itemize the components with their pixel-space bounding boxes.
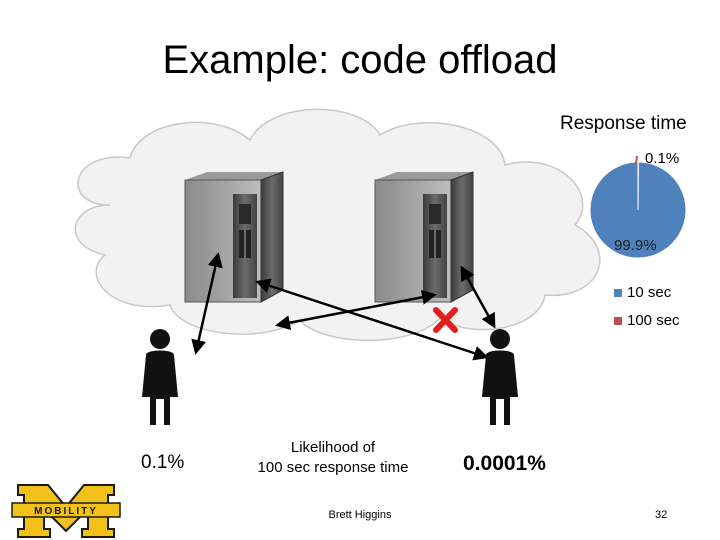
pie-data-label-100-sec: 0.1% xyxy=(645,150,680,167)
legend-item-10-sec: 10 sec xyxy=(614,284,671,301)
legend-swatch-10-sec xyxy=(614,288,622,297)
legend-swatch-100-sec xyxy=(614,316,622,325)
likelihood-caption-line-2: 100 sec response time xyxy=(257,459,409,476)
left-probability-label: 0.1% xyxy=(141,452,185,473)
legend-item-100-sec: 100 sec xyxy=(614,312,680,329)
logo-text: MOBILITY xyxy=(34,506,98,517)
connection-arrows xyxy=(191,252,496,361)
likelihood-caption: Likelihood of 100 sec response time xyxy=(248,438,418,478)
user-icon-right xyxy=(482,329,518,425)
footer-author: Brett Higgins xyxy=(328,509,392,521)
server-icon-left xyxy=(184,171,284,303)
response-time-pie-chart xyxy=(589,155,687,259)
arrow-right-user-to-server-2 xyxy=(460,265,496,329)
server-icon-right xyxy=(374,171,474,303)
failure-x-icon xyxy=(433,307,458,333)
legend-label-10-sec: 10 sec xyxy=(627,284,672,301)
legend-label-100-sec: 100 sec xyxy=(627,312,680,329)
pie-data-label-10-sec: 99.9% xyxy=(614,237,657,254)
right-probability-label: 0.0001% xyxy=(463,452,546,475)
cloud-shape xyxy=(74,108,601,342)
university-m-mobility-logo: MOBILITY xyxy=(11,484,121,538)
pie-slice-100-sec-highlight xyxy=(635,155,638,165)
arrow-left-user-to-server-1 xyxy=(191,252,223,355)
pie-chart-title: Response time xyxy=(560,113,687,134)
likelihood-caption-line-1: Likelihood of xyxy=(290,439,376,456)
user-icon-left xyxy=(142,329,178,425)
arrow-right-user-to-server-1 xyxy=(275,289,437,331)
page-number: 32 xyxy=(655,509,668,521)
slide-title: Example: code offload xyxy=(162,38,558,82)
